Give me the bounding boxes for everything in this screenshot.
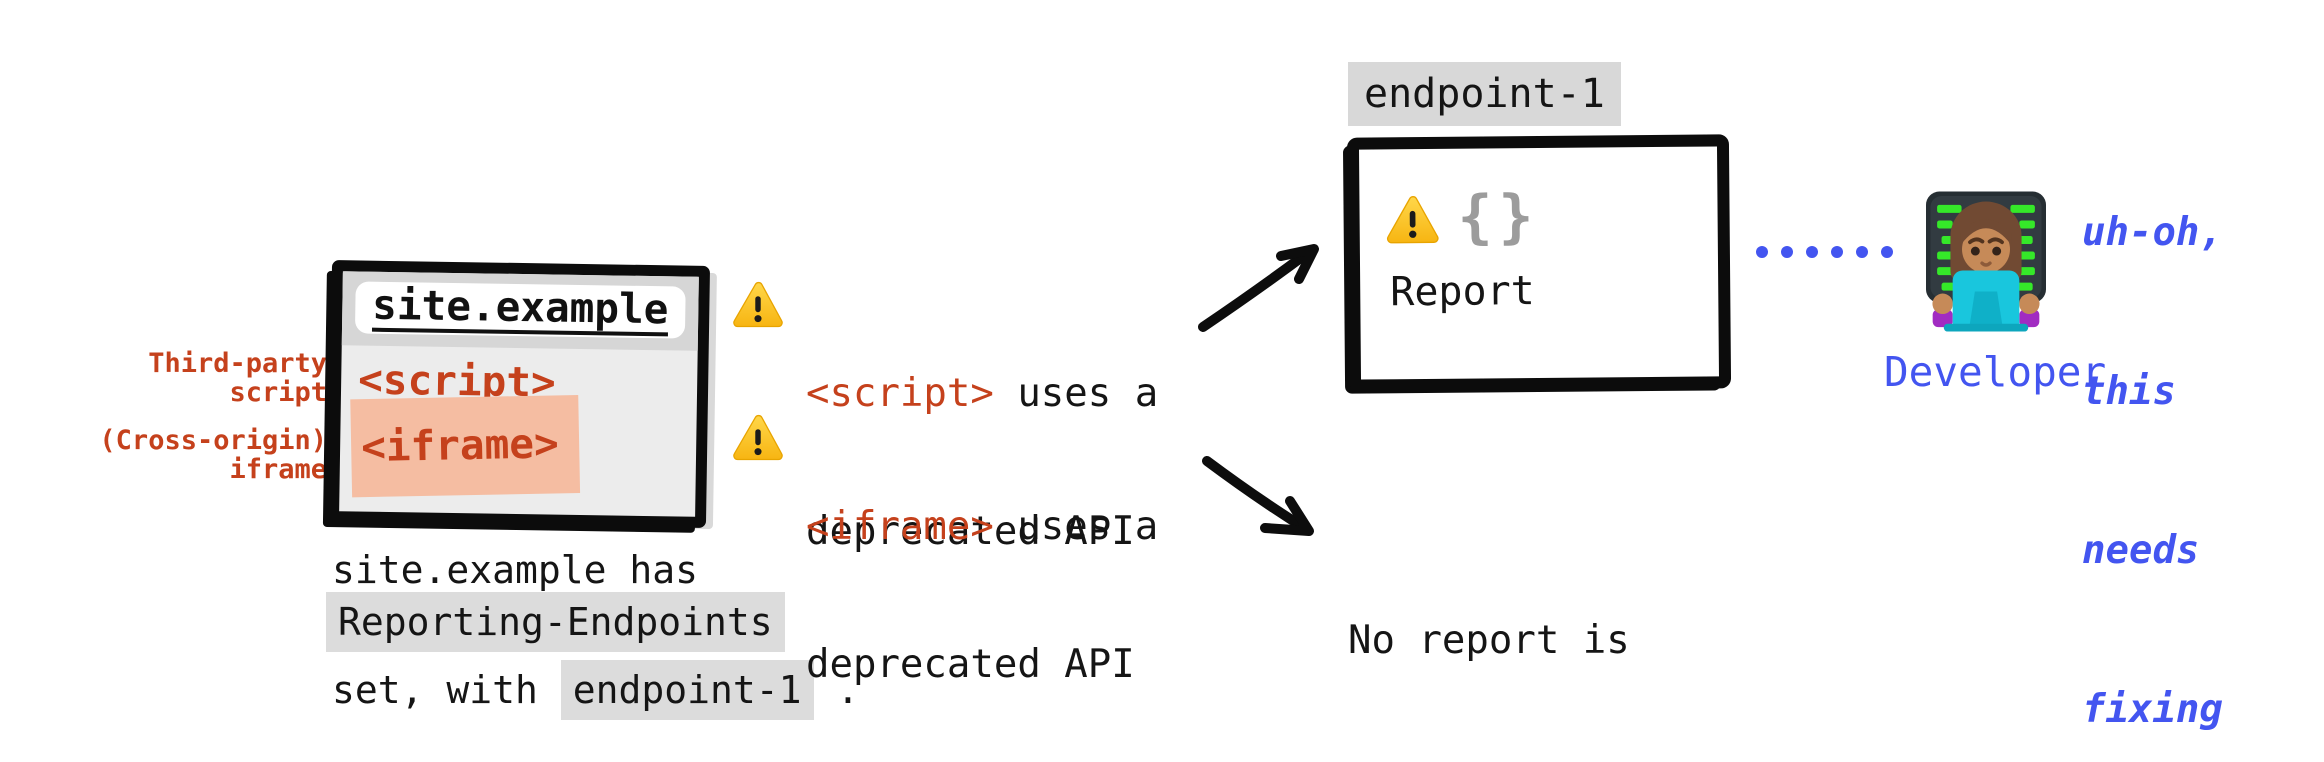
arrow-to-no-report (1202, 456, 1314, 536)
warning-icon (732, 414, 784, 462)
caption-line-2: Reporting-Endpoints (326, 592, 785, 652)
caption-period: . (813, 668, 860, 712)
thought-line2: this (2082, 369, 2176, 414)
iframe-deprecation-line2: deprecated API (806, 642, 1135, 687)
script-deprecation-after-tag: uses a (993, 371, 1159, 416)
browser-window: site.example <script> <iframe> (327, 260, 711, 528)
dot (1881, 246, 1893, 258)
cross-origin-iframe-label-line1: (Cross-origin) (99, 425, 327, 456)
no-report-line1: No report is (1348, 618, 1630, 663)
warning-icon (1385, 195, 1439, 245)
caption-line-1: site.example has (332, 548, 699, 597)
report-braces-icon: {} (1457, 181, 1540, 251)
woman-technologist-emoji (1926, 191, 2046, 332)
iframe-highlight: <iframe> (350, 394, 581, 498)
thought-line3: needs (2082, 528, 2200, 573)
developer-label: Developer (1884, 348, 2107, 396)
iframe-deprecation-tag: <iframe> (806, 504, 994, 549)
developer-thought: uh-oh, this needs fixing (2082, 100, 2223, 762)
thought-line4: fixing (2082, 687, 2223, 732)
third-party-script-label-line1: Third-party (148, 348, 327, 379)
warning-icon (732, 281, 784, 329)
caption-header-name: Reporting-Endpoints (326, 592, 785, 652)
no-report-text: No report is generated or sent. (1348, 516, 1771, 762)
caption-endpoint-name: endpoint-1 (560, 660, 814, 720)
script-deprecation-line1: <script> uses a (806, 371, 1158, 417)
dot (1856, 246, 1868, 258)
dot (1756, 246, 1768, 258)
thought-line1: uh-oh, (2082, 210, 2223, 255)
caption-site-name: site.example (332, 548, 607, 597)
dot (1831, 246, 1843, 258)
iframe-deprecation-event: <iframe> uses a deprecated API (732, 412, 1158, 762)
script-deprecation-event: <script> uses a deprecated API (732, 279, 1158, 647)
iframe-deprecation-line1: <iframe> uses a (806, 504, 1158, 550)
caption-set-with: set, with (332, 668, 561, 712)
address-text: site.example (371, 281, 669, 336)
third-party-script-label-line2: script (229, 377, 327, 408)
cross-origin-iframe-label-line2: iframe (229, 454, 327, 485)
script-deprecation-text: <script> uses a deprecated API (806, 279, 1158, 647)
iframe-deprecation-after-tag: uses a (993, 504, 1159, 549)
caption-line-3: set, with endpoint-1 . (332, 660, 859, 720)
browser-topbar: site.example (341, 271, 699, 351)
dot (1781, 246, 1793, 258)
script-deprecation-line2: deprecated API (806, 509, 1135, 554)
endpoint-label: endpoint-1 (1348, 62, 1621, 126)
report-label: Report (1390, 268, 1535, 316)
endpoint-box: {} Report (1346, 134, 1732, 392)
dot (1806, 246, 1818, 258)
dotted-line (1756, 246, 1893, 258)
cross-origin-iframe-label: (Cross-origin) iframe (57, 426, 327, 484)
iframe-deprecation-text: <iframe> uses a deprecated API (806, 412, 1158, 762)
address-bar: site.example (354, 281, 686, 339)
caption-after-site: has (606, 548, 699, 592)
iframe-tag-label: <iframe> (360, 419, 560, 472)
script-deprecation-tag: <script> (806, 371, 994, 416)
third-party-script-label: Third-party script (57, 349, 327, 407)
arrow-to-endpoint (1198, 244, 1319, 332)
